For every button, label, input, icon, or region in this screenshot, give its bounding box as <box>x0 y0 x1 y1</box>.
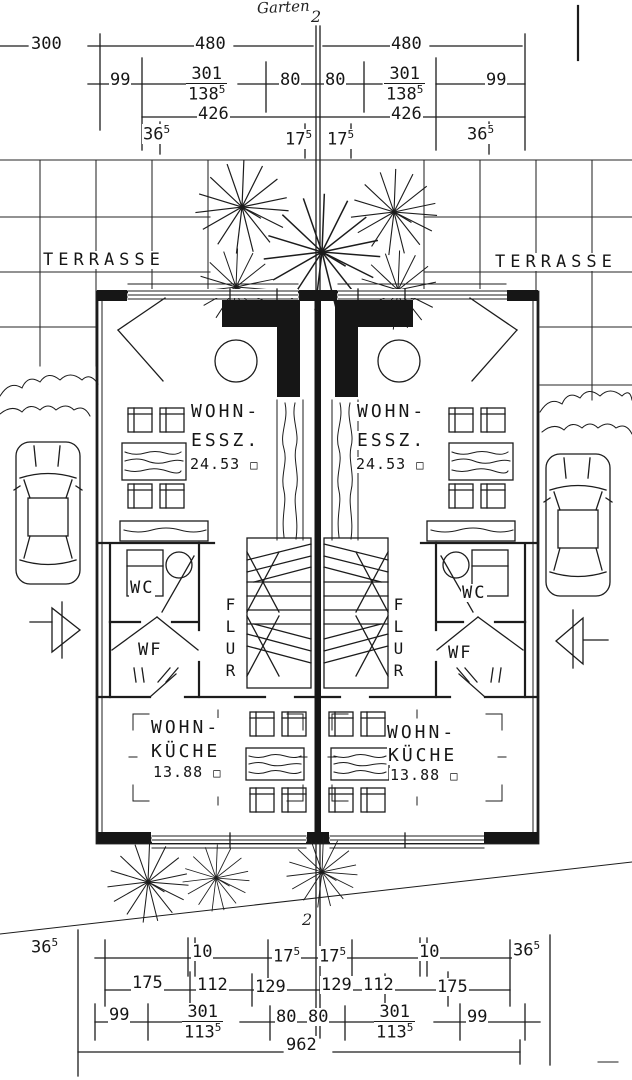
dim-bottom-10-left: 10 <box>191 942 214 962</box>
dim-top-99-right: 99 <box>485 70 508 90</box>
room-label-living-right-2: ESSZ. <box>356 430 428 451</box>
dim-top-301-138-right: 301 1385 <box>384 64 426 105</box>
square-meter-symbol: □ <box>250 458 259 472</box>
dim-top-80-left: 80 <box>279 70 302 90</box>
dim-top-36-5-left: 365 <box>142 123 172 145</box>
dim-top-480-right: 480 <box>390 34 423 54</box>
dim-bottom-129-right: 129 <box>320 975 353 995</box>
terrasse-label-left: TERRASSE <box>42 250 166 270</box>
staircase-left-icon <box>246 537 312 689</box>
dim-bottom-10-right: 10 <box>418 942 441 962</box>
dim-bottom-80-left: 80 <box>275 1007 298 1027</box>
square-meter-symbol: □ <box>416 458 425 472</box>
dim-bottom-80-right: 80 <box>307 1007 330 1027</box>
room-label-flur-left: FLUR <box>220 593 240 685</box>
dim-bottom-301-113-right: 301 1135 <box>374 1002 416 1043</box>
party-wall <box>314 292 321 1039</box>
dim-top-17-5-right: 175 <box>326 128 356 150</box>
room-label-living-right-1: WOHN- <box>356 401 428 422</box>
room-label-wc-right: WC <box>461 583 488 603</box>
dim-bottom-129-left: 129 <box>254 977 287 997</box>
dim-bottom-17-5-left: 175 <box>272 945 302 967</box>
dim-bottom-17-5-right: 175 <box>318 945 348 967</box>
room-label-wf-right: WF <box>447 643 474 663</box>
room-label-kitchen-left-2: KÜCHE <box>150 741 222 762</box>
dim-bottom-99-right: 99 <box>466 1007 489 1027</box>
dim-bottom-301-113-left: 301 1135 <box>182 1002 224 1043</box>
staircase-right-icon <box>323 537 389 689</box>
car-left-icon <box>13 441 83 585</box>
dim-bottom-99-left: 99 <box>108 1005 131 1025</box>
room-label-kitchen-right-2: KÜCHE <box>387 745 459 766</box>
dim-bottom-175-right: 175 <box>436 977 469 997</box>
unit-left-interior <box>95 297 316 813</box>
room-area-kitchen-left: 13.88 □ <box>152 763 223 781</box>
room-label-kitchen-right-1: WOHN- <box>386 722 458 743</box>
entrance-marker-right-icon <box>554 609 609 669</box>
dim-bottom-112-left: 112 <box>196 975 229 995</box>
dim-top-480-left: 480 <box>194 34 227 54</box>
square-meter-symbol: □ <box>450 769 459 783</box>
room-label-wf-left: WF <box>137 640 164 660</box>
room-area-living-left: 24.53 □ <box>189 455 260 473</box>
room-label-living-left-1: WOHN- <box>190 401 262 422</box>
dim-top-301-138-left: 301 1385 <box>186 64 228 105</box>
dim-top-426-left: 426 <box>197 104 230 124</box>
room-label-wc-left: WC <box>129 578 156 598</box>
dim-top-17-5-left: 175 <box>284 128 314 150</box>
room-label-kitchen-left-1: WOHN- <box>150 717 222 738</box>
room-area-kitchen-right: 13.88 □ <box>389 766 460 784</box>
dim-top-80-right: 80 <box>324 70 347 90</box>
handwritten-2-bottom: 2 <box>302 910 313 929</box>
dim-bottom-36-5-left: 365 <box>30 936 60 958</box>
boundary-line <box>0 861 632 935</box>
unit-right-interior <box>320 297 540 813</box>
terrasse-label-right: TERRASSE <box>494 252 618 272</box>
room-area-living-right: 24.53 □ <box>355 455 426 473</box>
room-label-flur-right: FLUR <box>388 593 408 685</box>
handwritten-2-top: 2 <box>311 7 322 26</box>
hedge-left-icon <box>0 374 99 417</box>
handwritten-garten-label: Garten <box>256 0 311 18</box>
dim-bottom-36-5-right: 365 <box>512 939 542 961</box>
dim-top-36-5-right: 365 <box>466 123 496 145</box>
dim-top-426-right: 426 <box>390 104 423 124</box>
car-right-icon <box>543 453 613 597</box>
dim-bottom-175-left: 175 <box>131 973 164 993</box>
dim-bottom-962: 962 <box>285 1035 318 1055</box>
square-meter-symbol: □ <box>213 766 222 780</box>
hedge-right-icon <box>539 390 632 435</box>
room-label-living-left-2: ESSZ. <box>190 430 262 451</box>
top-dimension-lines <box>0 4 580 291</box>
dim-bottom-112-right: 112 <box>362 975 395 995</box>
dim-top-99-left: 99 <box>109 70 132 90</box>
dim-top-300: 300 <box>30 34 63 54</box>
entrance-marker-left-icon <box>29 601 82 659</box>
